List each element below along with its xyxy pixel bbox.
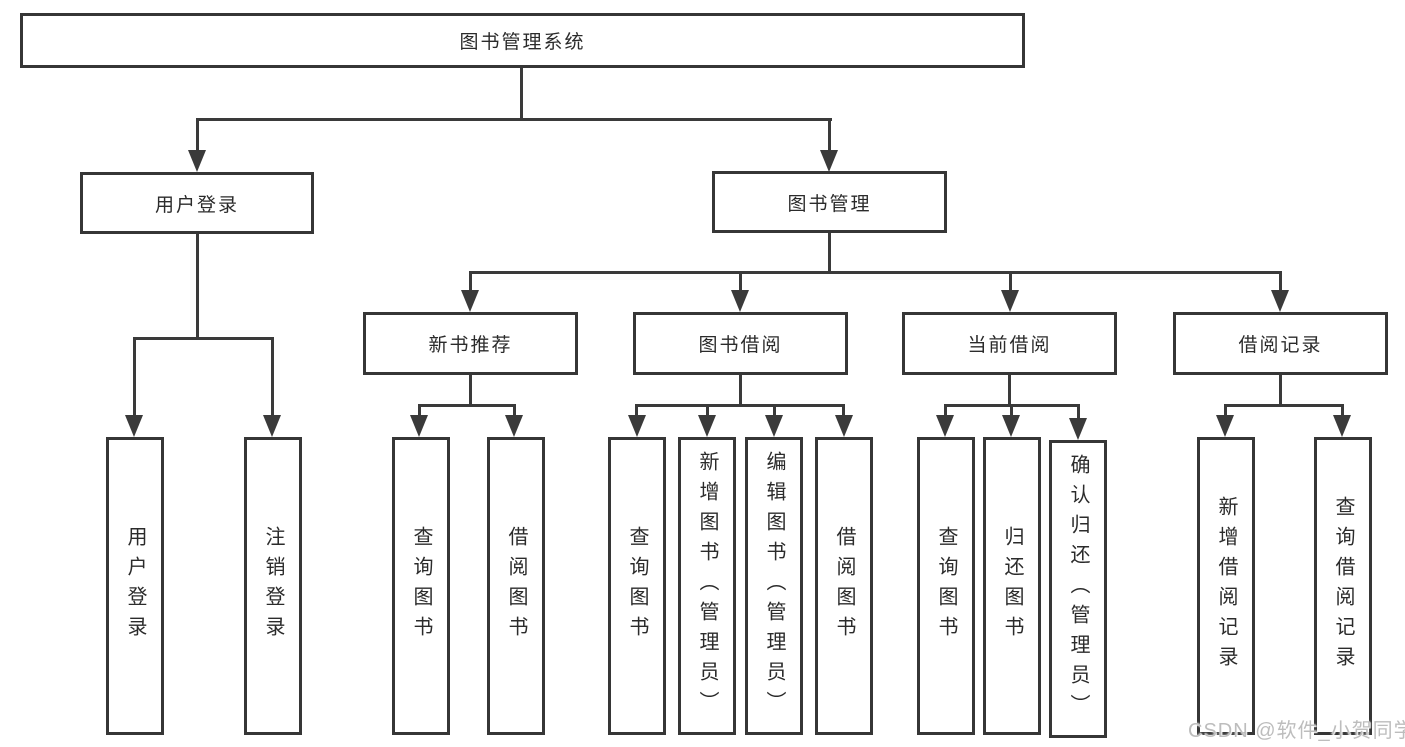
leaf-logout-label: 注销登录 [262, 526, 284, 646]
leaf-logout: 注销登录 [244, 437, 302, 735]
node-book-borrow: 图书借阅 [633, 312, 848, 375]
edge-drop-current-borrow [1009, 271, 1012, 293]
edge-drop-leaf-logout [271, 337, 274, 417]
edge-user-login-bar [133, 337, 274, 340]
edge-book-borrow-bar [635, 404, 845, 407]
edge-drop-cb-confirm [1077, 404, 1080, 422]
edge-drop-br-query [1341, 404, 1344, 420]
node-user-login-label: 用户登录 [154, 194, 239, 216]
arrowhead-bb-borrow [835, 415, 853, 437]
arrowhead-current-borrow [1001, 290, 1019, 312]
edge-book-management-stem [828, 233, 831, 273]
arrowhead-cb-return [1002, 415, 1020, 437]
node-current-borrow: 当前借阅 [902, 312, 1117, 375]
leaf-confirm-return-admin-label: 确认归还（管理员） [1067, 454, 1089, 724]
edge-drop-leaf-login [133, 337, 136, 417]
edge-book-borrow-stem [739, 375, 742, 406]
arrowhead-borrow-records [1271, 290, 1289, 312]
arrowhead-cb-query [936, 415, 954, 437]
edge-drop-bb-borrow [842, 404, 845, 420]
node-root-label: 图书管理系统 [459, 32, 586, 53]
node-borrow-records: 借阅记录 [1173, 312, 1388, 375]
edge-drop-book-management [828, 118, 831, 154]
arrowhead-recommend-query [410, 415, 428, 437]
edge-drop-user-login [196, 118, 199, 154]
edge-level2-bar [196, 118, 832, 121]
arrowhead-book-borrow [731, 290, 749, 312]
arrowhead-bb-query [628, 415, 646, 437]
edge-borrow-records-stem [1279, 375, 1282, 406]
arrowhead-br-query [1333, 415, 1351, 437]
leaf-user-login-label: 用户登录 [124, 526, 146, 646]
leaf-query-borrow-record-label: 查询借阅记录 [1332, 496, 1354, 676]
csdn-watermark: CSDN @软件_小贺同学 [1188, 720, 1405, 742]
leaf-add-borrow-record-label: 新增借阅记录 [1215, 496, 1237, 676]
arrowhead-user-login [188, 150, 206, 172]
edge-drop-cb-query [944, 404, 947, 420]
leaf-edit-books-admin: 编辑图书（管理员） [745, 437, 803, 735]
edge-level3-bar [469, 271, 1282, 274]
node-book-management: 图书管理 [712, 171, 947, 233]
edge-drop-book-borrow [739, 271, 742, 293]
node-book-borrow-label: 图书借阅 [698, 335, 783, 356]
edge-recommend-bar [418, 404, 516, 407]
leaf-borrow-query-books: 查询图书 [608, 437, 666, 735]
leaf-return-books: 归还图书 [983, 437, 1041, 735]
edge-borrow-records-bar [1224, 404, 1344, 407]
arrowhead-leaf-logout [263, 415, 281, 437]
edge-drop-br-add [1224, 404, 1227, 420]
arrowhead-bb-edit [765, 415, 783, 437]
arrowhead-cb-confirm [1069, 418, 1087, 440]
node-new-book-recommend: 新书推荐 [363, 312, 578, 375]
edge-drop-borrow-records [1279, 271, 1282, 293]
leaf-recommend-borrow-books-label: 借阅图书 [505, 526, 527, 646]
leaf-confirm-return-admin: 确认归还（管理员） [1049, 440, 1107, 738]
leaf-borrow-books: 借阅图书 [815, 437, 873, 735]
arrowhead-bb-add [698, 415, 716, 437]
edge-drop-bb-query [635, 404, 638, 420]
arrowhead-recommend-borrow [505, 415, 523, 437]
node-root: 图书管理系统 [20, 13, 1025, 68]
arrowhead-br-add [1216, 415, 1234, 437]
edge-drop-recommend-borrow [513, 404, 516, 420]
node-new-book-recommend-label: 新书推荐 [428, 335, 513, 356]
leaf-add-books-admin-label: 新增图书（管理员） [696, 451, 718, 721]
edge-recommend-stem [469, 375, 472, 406]
edge-drop-cb-return [1010, 404, 1013, 420]
leaf-query-borrow-record: 查询借阅记录 [1314, 437, 1372, 735]
edge-user-login-stem [196, 234, 199, 340]
node-borrow-records-label: 借阅记录 [1238, 335, 1323, 356]
leaf-user-login: 用户登录 [106, 437, 164, 735]
leaf-current-query-books: 查询图书 [917, 437, 975, 735]
leaf-borrow-books-label: 借阅图书 [833, 526, 855, 646]
edge-root-stem [520, 68, 523, 121]
edge-drop-recommend-query [418, 404, 421, 420]
leaf-add-books-admin: 新增图书（管理员） [678, 437, 736, 735]
leaf-recommend-query-books: 查询图书 [392, 437, 450, 735]
node-current-borrow-label: 当前借阅 [967, 335, 1052, 356]
leaf-recommend-query-books-label: 查询图书 [410, 526, 432, 646]
node-user-login: 用户登录 [80, 172, 314, 234]
edge-drop-bb-edit [773, 404, 776, 420]
leaf-return-books-label: 归还图书 [1001, 526, 1023, 646]
edge-drop-bb-add [706, 404, 709, 420]
leaf-borrow-query-books-label: 查询图书 [626, 526, 648, 646]
edge-current-borrow-stem [1008, 375, 1011, 406]
leaf-recommend-borrow-books: 借阅图书 [487, 437, 545, 735]
leaf-add-borrow-record: 新增借阅记录 [1197, 437, 1255, 735]
leaf-current-query-books-label: 查询图书 [935, 526, 957, 646]
leaf-edit-books-admin-label: 编辑图书（管理员） [763, 451, 785, 721]
node-book-management-label: 图书管理 [787, 193, 872, 215]
arrowhead-book-management [820, 150, 838, 172]
edge-drop-new-book-recommend [469, 271, 472, 293]
arrowhead-leaf-login [125, 415, 143, 437]
arrowhead-new-book-recommend [461, 290, 479, 312]
